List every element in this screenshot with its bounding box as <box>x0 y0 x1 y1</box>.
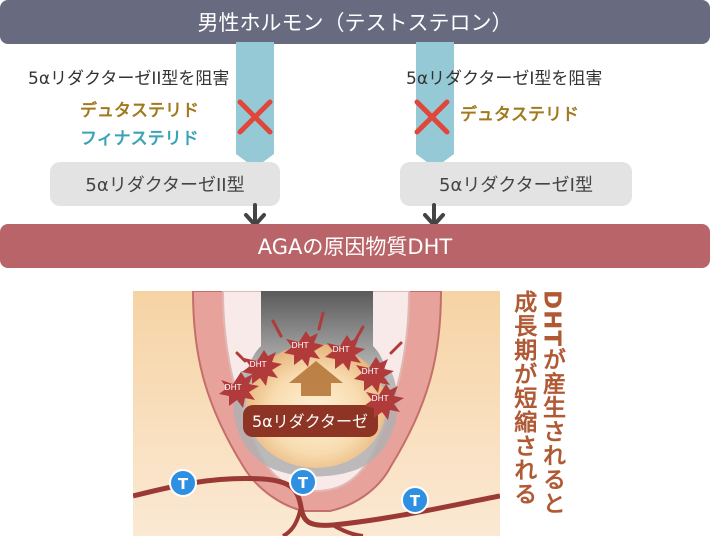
left-enzyme-label: 5αリダクターゼII型 <box>85 175 245 196</box>
reductase-pill <box>243 405 378 437</box>
dht-emission-arrows <box>235 311 403 363</box>
dht-burst-5: DHT <box>354 357 394 393</box>
hair-follicle-illustration: 5αリダクターゼ DHT DHT DHT DHT DHT DHT T T <box>133 291 500 536</box>
side-note-line-1: DHTが産生されると <box>538 290 565 516</box>
upward-arrow-icon <box>289 361 343 396</box>
dht-burst-4: DHT <box>325 335 365 371</box>
t-marker-1-label: T <box>178 475 189 493</box>
t-marker-3: T <box>401 486 429 514</box>
reductase-pill-label: 5αリダクターゼ <box>252 412 368 431</box>
t-marker-1: T <box>169 469 197 497</box>
left-inhibitor-label: 5αリダクターゼII型を阻害 <box>28 69 230 89</box>
dht-label-1: DHT <box>224 383 241 392</box>
right-block-cross-icon <box>414 99 450 135</box>
right-inhibitor-label: 5αリダクターゼI型を阻害 <box>406 69 603 89</box>
hormone-header-bar: 男性ホルモン（テストステロン） <box>0 0 710 44</box>
aga-cause-label: AGAの原因物質DHT <box>257 235 453 259</box>
dht-label-2: DHT <box>249 360 266 369</box>
dht-label-5: DHT <box>361 367 378 376</box>
dht-burst-1: DHT <box>219 372 259 408</box>
dht-label-4: DHT <box>332 345 349 354</box>
side-note: DHTが産生されると 成長期が短縮される <box>508 290 566 515</box>
dht-burst-6: DHT <box>364 384 404 420</box>
left-enzyme-box: 5αリダクターゼII型 <box>50 162 280 206</box>
dht-label-6: DHT <box>371 394 388 403</box>
aga-cause-bar: AGAの原因物質DHT <box>0 224 710 268</box>
dht-label-3: DHT <box>291 341 308 350</box>
right-drug-dutasteride: デュタステリド <box>460 105 579 125</box>
t-marker-2-label: T <box>298 474 309 492</box>
dht-burst-2: DHT <box>242 350 282 386</box>
right-flow-arrow-shaft <box>416 42 454 154</box>
left-block-cross-icon <box>237 99 273 135</box>
right-enzyme-label: 5αリダクターゼI型 <box>439 175 593 196</box>
right-enzyme-box: 5αリダクターゼI型 <box>400 162 632 206</box>
t-marker-3-label: T <box>410 492 421 510</box>
left-flow-arrow-shaft <box>236 42 274 154</box>
t-marker-2: T <box>289 468 317 496</box>
dht-burst-3: DHT <box>284 331 324 367</box>
left-drug-dutasteride: デュタステリド <box>80 101 199 121</box>
side-note-line-2: 成長期が短縮される <box>509 290 536 506</box>
hormone-header-title: 男性ホルモン（テストステロン） <box>197 11 513 35</box>
left-drug-finasteride: フィナステリド <box>80 129 199 149</box>
